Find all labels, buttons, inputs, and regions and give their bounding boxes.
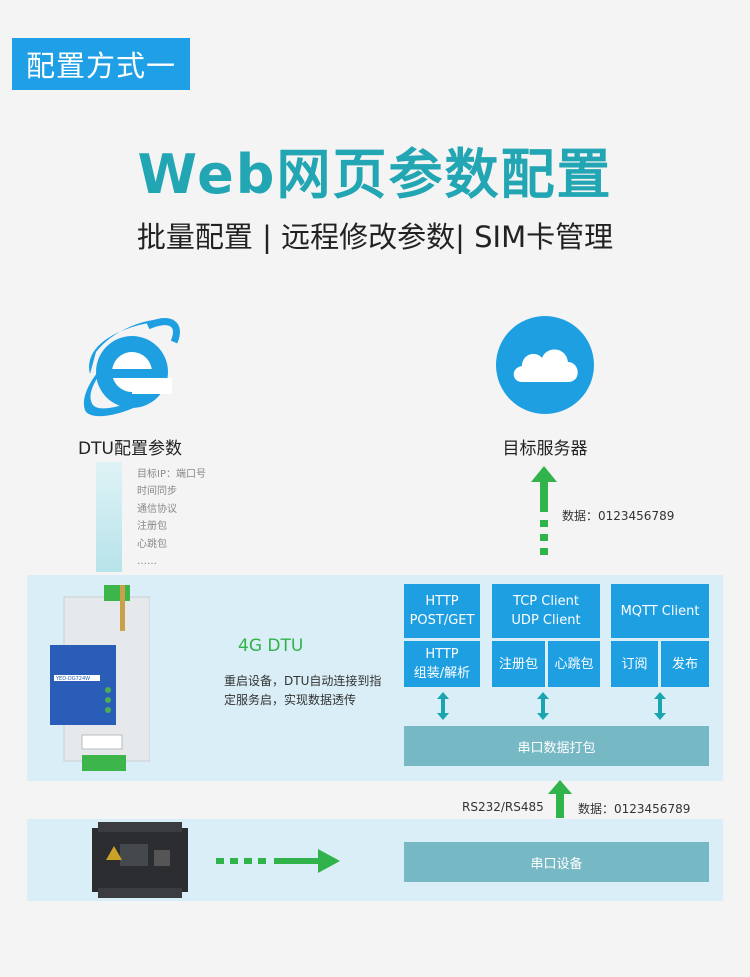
param-item: …… — [137, 556, 157, 568]
mqtt-client-box: MQTT Client — [611, 584, 709, 638]
page-title: Web网页参数配置 — [137, 143, 613, 206]
param-bar — [96, 462, 122, 572]
tcp-udp-client-box: TCP Client UDP Client — [492, 584, 600, 638]
http-pack-parse-box: HTTP 组装/解析 — [404, 641, 480, 687]
param-item: 通信协议 — [137, 503, 177, 515]
subscribe-box: 订阅 — [611, 641, 658, 687]
double-arrow-icon — [437, 692, 449, 720]
param-item: 注册包 — [137, 521, 167, 533]
param-item: 时间同步 — [137, 486, 177, 498]
config-method-badge: 配置方式一 — [12, 38, 190, 90]
data-label-top: 数据：0123456789 — [562, 509, 675, 523]
dtu-title: 4G DTU — [238, 636, 304, 656]
plc-device-image — [92, 822, 188, 898]
page-subtitle: 批量配置 | 远程修改参数| SIM卡管理 — [136, 220, 614, 254]
dtu-device-image: YED-DG724W — [50, 585, 150, 771]
rs-interface-label: RS232/RS485 — [462, 800, 544, 814]
double-arrow-icon — [654, 692, 666, 720]
heartbeat-packet-box: 心跳包 — [548, 641, 600, 687]
param-item: 心跳包 — [137, 538, 167, 550]
dtu-description: 重启设备，DTU自动连接到指定服务启，实现数据透传 — [224, 674, 382, 707]
cloud-icon — [496, 316, 594, 414]
up-arrow-icon — [548, 780, 572, 818]
data-label-bottom: 数据：0123456789 — [578, 802, 691, 816]
http-post-get-box: HTTP POST/GET — [404, 584, 480, 638]
ie-browser-icon — [83, 318, 180, 417]
target-server-label: 目标服务器 — [502, 439, 588, 459]
param-list: 目标IP：端口号 时间同步 通信协议 注册包 心跳包 …… — [137, 466, 206, 570]
serial-device-box: 串口设备 — [404, 842, 709, 882]
dtu-model-text: YED-DG724W — [55, 676, 90, 682]
right-arrow-icon — [216, 849, 340, 873]
register-packet-box: 注册包 — [492, 641, 545, 687]
up-arrow-icon — [531, 466, 557, 555]
double-arrow-icon — [537, 692, 549, 720]
param-item: 目标IP：端口号 — [137, 469, 206, 480]
dtu-config-label: DTU配置参数 — [78, 439, 182, 459]
publish-box: 发布 — [661, 641, 709, 687]
serial-data-pack-box: 串口数据打包 — [404, 726, 709, 766]
